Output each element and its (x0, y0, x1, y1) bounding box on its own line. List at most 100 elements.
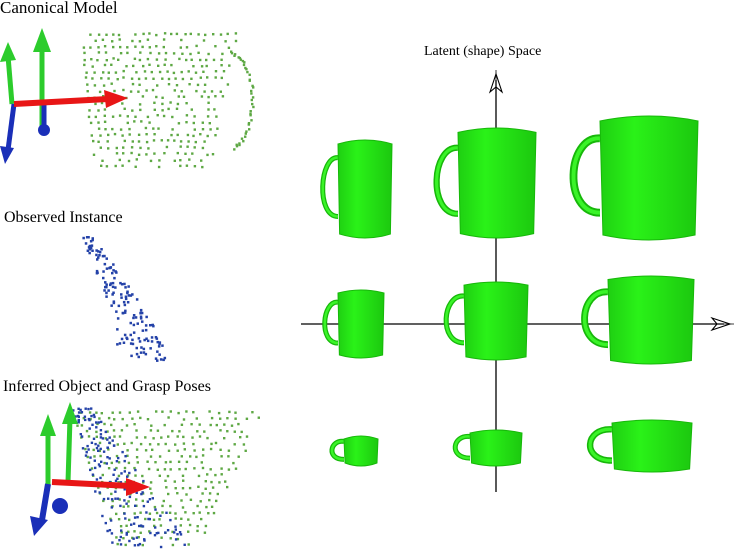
point (167, 492, 170, 496)
point (97, 109, 100, 112)
point (173, 159, 176, 162)
point (196, 504, 199, 508)
point (84, 242, 88, 245)
point (92, 413, 96, 417)
point (155, 95, 158, 99)
x-axis-arrow-icon (704, 316, 734, 332)
point (187, 140, 190, 143)
point (209, 128, 212, 131)
point (98, 441, 102, 445)
point (164, 479, 167, 482)
point (148, 46, 151, 49)
point (114, 497, 117, 500)
point (122, 300, 126, 304)
point (174, 528, 177, 531)
point (180, 38, 183, 42)
point (239, 58, 243, 61)
point (123, 311, 127, 314)
point (97, 250, 100, 253)
point (163, 152, 166, 155)
point (139, 108, 142, 112)
point (228, 64, 231, 67)
point (237, 422, 240, 426)
point (214, 95, 217, 98)
point (94, 490, 97, 493)
point (100, 420, 103, 424)
point (124, 295, 128, 298)
point (200, 159, 203, 162)
point (147, 147, 150, 150)
point (198, 511, 201, 514)
point (178, 57, 181, 61)
point (242, 63, 246, 67)
point (116, 328, 119, 331)
point (237, 455, 240, 458)
point (167, 77, 171, 81)
point (123, 499, 126, 502)
point (76, 424, 79, 427)
point (245, 417, 249, 420)
inferred-pose-axes-icon (30, 402, 150, 536)
point (168, 511, 172, 514)
point (142, 64, 145, 68)
point (156, 350, 159, 353)
point (114, 164, 117, 168)
point (214, 45, 217, 48)
point (180, 90, 183, 93)
point (125, 424, 129, 427)
point (108, 436, 111, 439)
point (190, 77, 193, 80)
point (201, 121, 204, 124)
canonical-pose-axes-icon (0, 28, 128, 164)
point (155, 45, 158, 48)
point (174, 538, 178, 541)
point (144, 436, 147, 439)
point (199, 76, 202, 79)
point (141, 474, 144, 478)
point (169, 537, 172, 540)
point (110, 423, 113, 427)
point (148, 530, 151, 533)
point (132, 323, 136, 327)
point (155, 511, 159, 515)
point (124, 517, 127, 520)
point (159, 524, 163, 527)
point (179, 46, 182, 49)
point (157, 531, 160, 535)
point (243, 61, 246, 64)
point (119, 45, 122, 49)
point (138, 524, 141, 528)
point (188, 83, 191, 86)
point (156, 114, 159, 117)
point (215, 115, 218, 118)
point (172, 71, 176, 75)
point (142, 504, 146, 508)
point (112, 291, 115, 294)
point (196, 529, 199, 533)
point (239, 436, 242, 439)
point (87, 246, 91, 249)
point (189, 498, 193, 501)
point (210, 505, 214, 508)
point (103, 63, 107, 67)
point (205, 64, 208, 68)
point (232, 461, 235, 465)
point (159, 545, 163, 549)
point (165, 145, 169, 149)
point (209, 423, 212, 427)
point (182, 479, 185, 482)
point (135, 536, 139, 539)
point (156, 340, 159, 344)
point (94, 39, 97, 42)
point (96, 422, 99, 426)
point (153, 101, 156, 104)
point (89, 46, 92, 49)
point (114, 71, 118, 74)
point (198, 423, 201, 426)
point (163, 63, 166, 66)
point (124, 309, 127, 313)
point (219, 90, 222, 93)
point (124, 480, 127, 484)
point (88, 427, 91, 430)
point (163, 468, 167, 471)
